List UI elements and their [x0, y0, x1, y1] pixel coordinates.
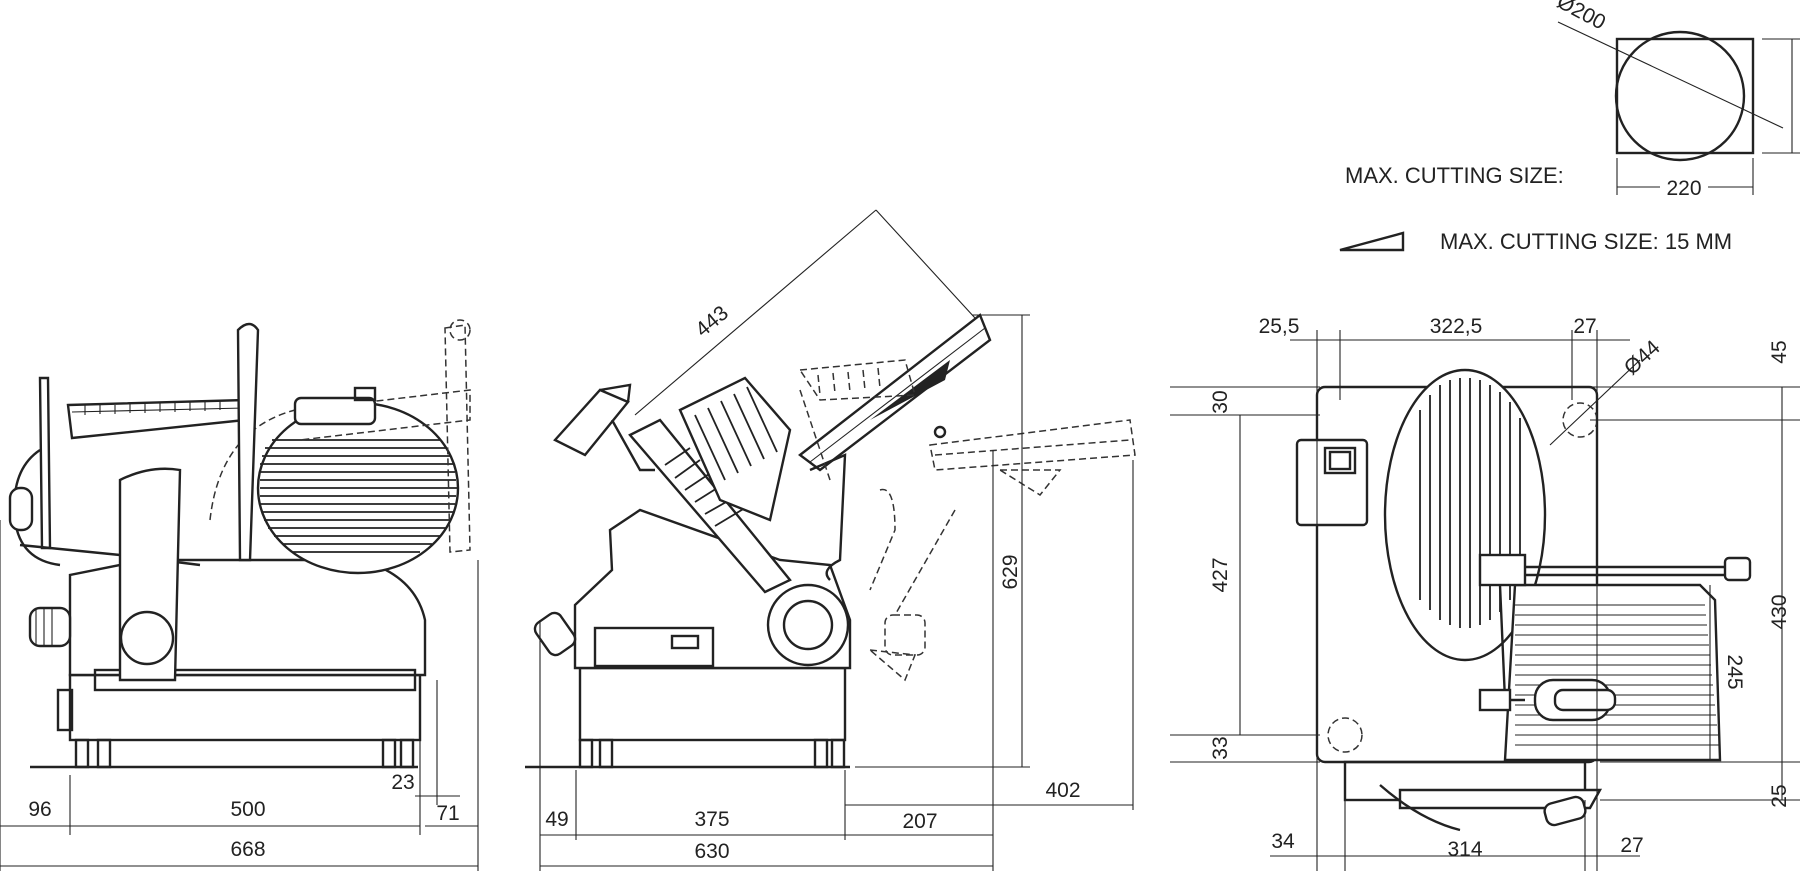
dim-207: 207 — [902, 810, 937, 833]
dim-25: 25 — [1768, 784, 1791, 807]
blade-ribs — [260, 439, 457, 553]
dim-49: 49 — [545, 808, 568, 831]
guide-slots — [694, 386, 778, 481]
diameter-label: Ø200 — [1553, 0, 1609, 34]
max-cutting-size-label: MAX. CUTTING SIZE: — [1345, 163, 1564, 188]
side-view: 443 629 49 375 630 207 402 — [525, 209, 1136, 871]
dim-245: 245 — [1723, 654, 1746, 689]
dim-23: 23 — [391, 771, 414, 794]
dim-71: 71 — [436, 802, 459, 825]
dim-322-5: 322,5 — [1430, 315, 1483, 338]
dim-25-5: 25,5 — [1259, 315, 1300, 338]
dim-27-top: 27 — [1573, 315, 1596, 338]
dim-34: 34 — [1271, 830, 1295, 853]
top-view: 25,5 322,5 27 Ø44 45 30 427 430 245 33 2… — [1170, 315, 1800, 871]
cutting-notes: MAX. CUTTING SIZE: MAX. CUTTING SIZE: 15… — [1339, 163, 1732, 254]
dim-402: 402 — [1045, 779, 1080, 802]
tray-grooves — [84, 401, 221, 415]
dim-314: 314 — [1447, 838, 1482, 861]
dim-33: 33 — [1209, 736, 1232, 759]
dim-27-bottom: 27 — [1620, 834, 1643, 857]
dim-96: 96 — [28, 798, 51, 821]
cross-section-view: Ø200 180 220 — [1553, 0, 1800, 200]
dim-630: 630 — [694, 840, 729, 863]
front-view: 96 500 668 23 71 — [0, 319, 479, 871]
section-height-label: 180 — [1797, 90, 1800, 125]
dim-668: 668 — [230, 838, 265, 861]
max-cutting-thickness-label: MAX. CUTTING SIZE: 15 MM — [1440, 229, 1732, 254]
dim-430: 430 — [1768, 594, 1791, 629]
dashed-ribs — [817, 367, 881, 396]
dim-629: 629 — [999, 554, 1022, 589]
dim-500: 500 — [230, 798, 265, 821]
thickness-wedge-icon — [1339, 231, 1405, 252]
section-width-label: 220 — [1666, 177, 1701, 200]
dim-45: 45 — [1768, 340, 1791, 363]
dim-30: 30 — [1209, 390, 1232, 413]
dim-427: 427 — [1209, 557, 1232, 592]
dim-443: 443 — [691, 301, 733, 341]
dim-375: 375 — [694, 808, 729, 831]
